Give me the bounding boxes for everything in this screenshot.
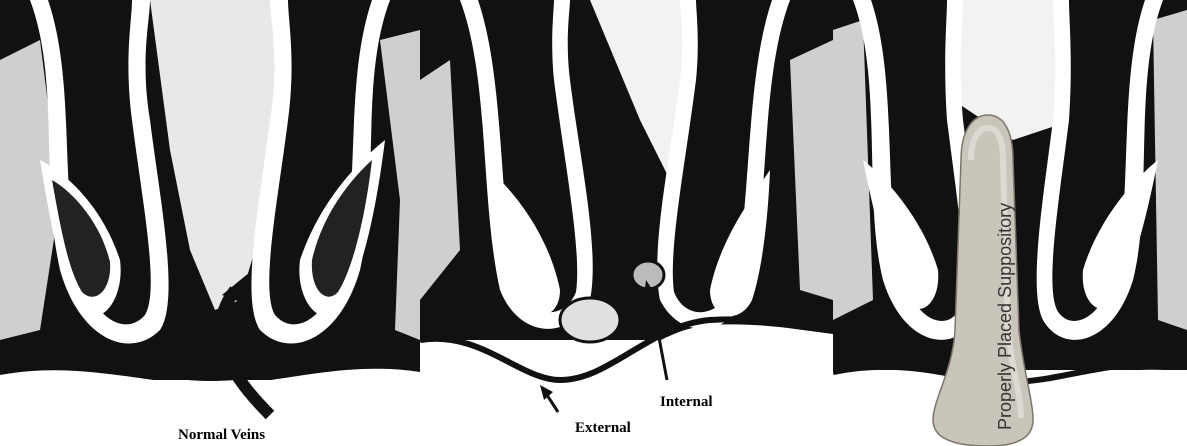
normal-anatomy-illustration: [0, 0, 420, 446]
label-properly-placed-suppository: Properly Placed Suppository: [995, 203, 1016, 430]
panel-hemorrhoids: External Internal: [420, 0, 833, 446]
label-normal-veins: Normal Veins: [178, 427, 265, 444]
panel-suppository: Properly Placed Suppository: [833, 0, 1187, 446]
hemorrhoid-anatomy-illustration: [420, 0, 833, 446]
label-internal: Internal: [660, 394, 713, 411]
panel-normal-veins: Normal Veins: [0, 0, 420, 446]
label-external: External: [575, 420, 631, 437]
